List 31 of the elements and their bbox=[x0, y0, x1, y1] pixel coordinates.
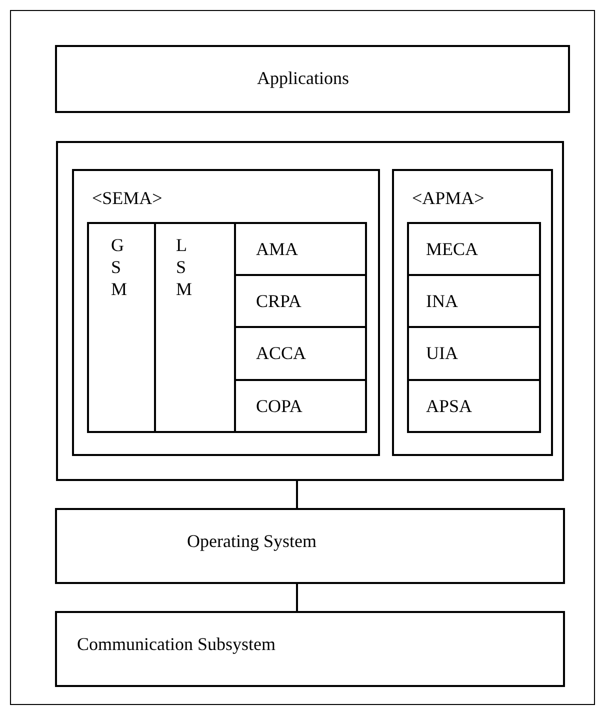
box-label: UIA bbox=[426, 342, 458, 364]
vertical-label: G S M bbox=[111, 234, 125, 300]
box-label: APSA bbox=[426, 395, 472, 417]
module-column bbox=[87, 222, 156, 433]
component-cell bbox=[407, 274, 541, 328]
connector-line bbox=[296, 584, 298, 611]
module-box bbox=[392, 169, 553, 456]
layer-box bbox=[55, 508, 565, 584]
box-label: <SEMA> bbox=[92, 187, 162, 209]
box-label: MECA bbox=[426, 238, 478, 260]
box-label: Communication Subsystem bbox=[77, 633, 276, 655]
module-column bbox=[154, 222, 236, 433]
component-cell bbox=[234, 222, 367, 276]
box-label: Operating System bbox=[187, 530, 316, 552]
component-cell bbox=[407, 222, 541, 276]
box-label: CRPA bbox=[256, 290, 302, 312]
box-label: <APMA> bbox=[412, 187, 484, 209]
component-cell bbox=[234, 379, 367, 433]
box-label: COPA bbox=[256, 395, 302, 417]
module-box bbox=[72, 169, 380, 456]
box-label: Applications bbox=[257, 67, 349, 89]
box-label: ACCA bbox=[256, 342, 306, 364]
component-cell bbox=[407, 326, 541, 381]
connector-line bbox=[296, 481, 298, 508]
layer-box bbox=[56, 141, 564, 481]
box-label: INA bbox=[426, 290, 458, 312]
layer-box bbox=[55, 611, 565, 687]
component-cell bbox=[407, 379, 541, 433]
vertical-label: L S M bbox=[176, 234, 190, 300]
box-label: AMA bbox=[256, 238, 298, 260]
layer-box bbox=[55, 45, 570, 113]
